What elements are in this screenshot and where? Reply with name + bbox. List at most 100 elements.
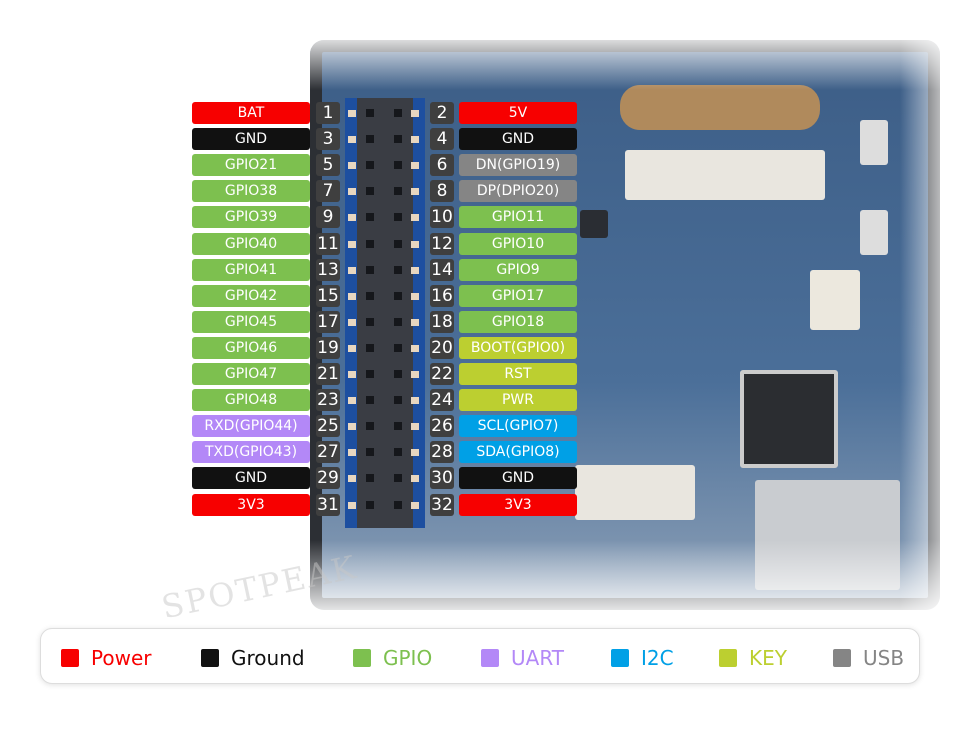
pin-label: GPIO11 bbox=[459, 206, 577, 229]
pin-hole bbox=[394, 317, 402, 326]
pin-label: GPIO38 bbox=[192, 180, 310, 203]
legend-swatch bbox=[61, 649, 79, 667]
pin-hole bbox=[366, 396, 374, 405]
fade bbox=[290, 540, 960, 620]
pin-label: GPIO41 bbox=[192, 258, 310, 281]
solder-pad bbox=[348, 136, 356, 144]
speaker bbox=[740, 370, 838, 468]
solder-pad bbox=[348, 266, 356, 274]
boot-button bbox=[860, 210, 888, 255]
pin-hole bbox=[394, 135, 402, 144]
legend-label: Power bbox=[91, 646, 152, 670]
pin-hole bbox=[394, 343, 402, 352]
solder-pad bbox=[348, 475, 356, 483]
pin-header-body bbox=[357, 98, 413, 528]
solder-pad bbox=[348, 188, 356, 196]
pin-label: GPIO48 bbox=[192, 389, 310, 412]
solder-pad bbox=[411, 371, 419, 378]
pin-hole bbox=[394, 448, 402, 457]
legend-swatch bbox=[201, 649, 219, 667]
pin-number: 29 bbox=[316, 467, 340, 490]
pin-hole bbox=[366, 448, 374, 457]
pin-number: 11 bbox=[316, 232, 340, 255]
pin-hole bbox=[366, 474, 374, 483]
legend-item: USB bbox=[833, 646, 904, 670]
pin-label: GPIO10 bbox=[459, 232, 577, 255]
legend-swatch bbox=[833, 649, 851, 667]
legend: Power Ground GPIO UART I2C KEY USB bbox=[40, 628, 920, 684]
pin-number: 14 bbox=[430, 258, 454, 281]
solder-pad bbox=[411, 214, 419, 222]
pin-hole bbox=[366, 135, 374, 144]
pin-number: 32 bbox=[430, 493, 454, 516]
solder-pad bbox=[411, 292, 419, 300]
legend-item: GPIO bbox=[353, 646, 432, 670]
pin-label: RXD(GPIO44) bbox=[192, 415, 310, 438]
pin-hole bbox=[366, 343, 374, 352]
pin-label: GPIO39 bbox=[192, 206, 310, 229]
pin-hole bbox=[394, 370, 402, 378]
pin-hole bbox=[366, 317, 374, 326]
pin-number: 1 bbox=[316, 102, 340, 124]
pin-hole bbox=[394, 500, 402, 509]
pin-hole bbox=[394, 474, 402, 483]
pin-label: GPIO21 bbox=[192, 154, 310, 177]
pin-label: GND bbox=[459, 467, 577, 490]
legend-label: GPIO bbox=[383, 646, 433, 670]
legend-item: Power bbox=[61, 646, 151, 670]
legend-label: KEY bbox=[749, 646, 787, 670]
pin-hole bbox=[394, 213, 402, 222]
pin-label: BOOT(GPIO0) bbox=[459, 336, 577, 359]
pin-hole bbox=[366, 109, 374, 117]
pin-hole bbox=[394, 291, 402, 300]
pin-hole bbox=[394, 239, 402, 248]
pin-number: 22 bbox=[430, 363, 454, 385]
legend-label: Ground bbox=[231, 646, 305, 670]
pin-number: 10 bbox=[430, 206, 454, 229]
chip bbox=[580, 210, 608, 238]
legend-item: KEY bbox=[719, 646, 787, 670]
pin-label: GND bbox=[192, 467, 310, 490]
legend-swatch bbox=[353, 649, 371, 667]
pin-number: 23 bbox=[316, 389, 340, 412]
fpc-connector bbox=[625, 150, 825, 200]
solder-pad bbox=[348, 162, 356, 170]
solder-pad bbox=[348, 371, 356, 378]
pin-label: GND bbox=[459, 128, 577, 151]
pin-label: GPIO18 bbox=[459, 310, 577, 333]
pin-number: 31 bbox=[316, 493, 340, 516]
pin-label: DP(DPIO20) bbox=[459, 180, 577, 203]
pin-hole bbox=[394, 422, 402, 431]
legend-swatch bbox=[481, 649, 499, 667]
pin-number: 4 bbox=[430, 128, 454, 151]
pin-number: 7 bbox=[316, 180, 340, 203]
solder-pad bbox=[411, 397, 419, 405]
pin-number: 21 bbox=[316, 363, 340, 385]
pin-number: 2 bbox=[430, 102, 454, 124]
legend-item: I2C bbox=[611, 646, 674, 670]
pin-label: TXD(GPIO43) bbox=[192, 441, 310, 464]
pin-number: 27 bbox=[316, 441, 340, 464]
pin-hole bbox=[366, 265, 374, 274]
solder-pad bbox=[411, 162, 419, 170]
battery-connector bbox=[620, 85, 820, 130]
legend-label: UART bbox=[511, 646, 564, 670]
pin-hole bbox=[394, 396, 402, 405]
pin-hole bbox=[394, 265, 402, 274]
fade bbox=[290, 30, 960, 90]
pin-number: 16 bbox=[430, 284, 454, 307]
legend-swatch bbox=[719, 649, 737, 667]
pin-number: 28 bbox=[430, 441, 454, 464]
solder-pad bbox=[348, 214, 356, 222]
pin-hole bbox=[394, 187, 402, 196]
pin-label: GPIO42 bbox=[192, 284, 310, 307]
pin-hole bbox=[366, 187, 374, 196]
solder-pad bbox=[348, 397, 356, 405]
pin-label: PWR bbox=[459, 389, 577, 412]
solder-pad bbox=[348, 292, 356, 300]
pin-hole bbox=[366, 291, 374, 300]
solder-pad bbox=[348, 449, 356, 457]
solder-pad bbox=[348, 344, 356, 352]
pin-number: 3 bbox=[316, 128, 340, 151]
solder-pad bbox=[348, 423, 356, 431]
